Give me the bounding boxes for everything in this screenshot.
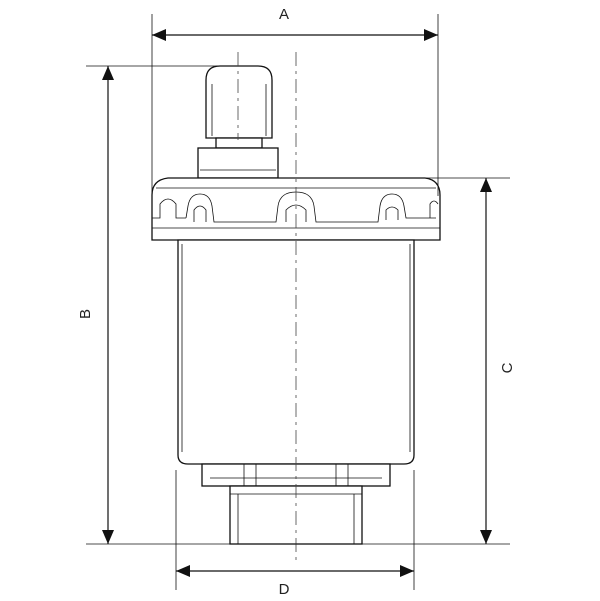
- dimension-a: A: [152, 6, 438, 41]
- dimension-b: B: [77, 66, 114, 544]
- dimension-d-label: D: [279, 581, 290, 598]
- dimension-a-label: A: [279, 6, 289, 23]
- dimension-b-label: B: [77, 309, 94, 319]
- dimension-c-label: C: [499, 362, 516, 373]
- dimension-c: C: [480, 178, 516, 544]
- valve-cap: [205, 65, 273, 139]
- valve-collar: [215, 137, 263, 149]
- extension-lines: [86, 14, 510, 590]
- dimension-d: D: [176, 565, 414, 598]
